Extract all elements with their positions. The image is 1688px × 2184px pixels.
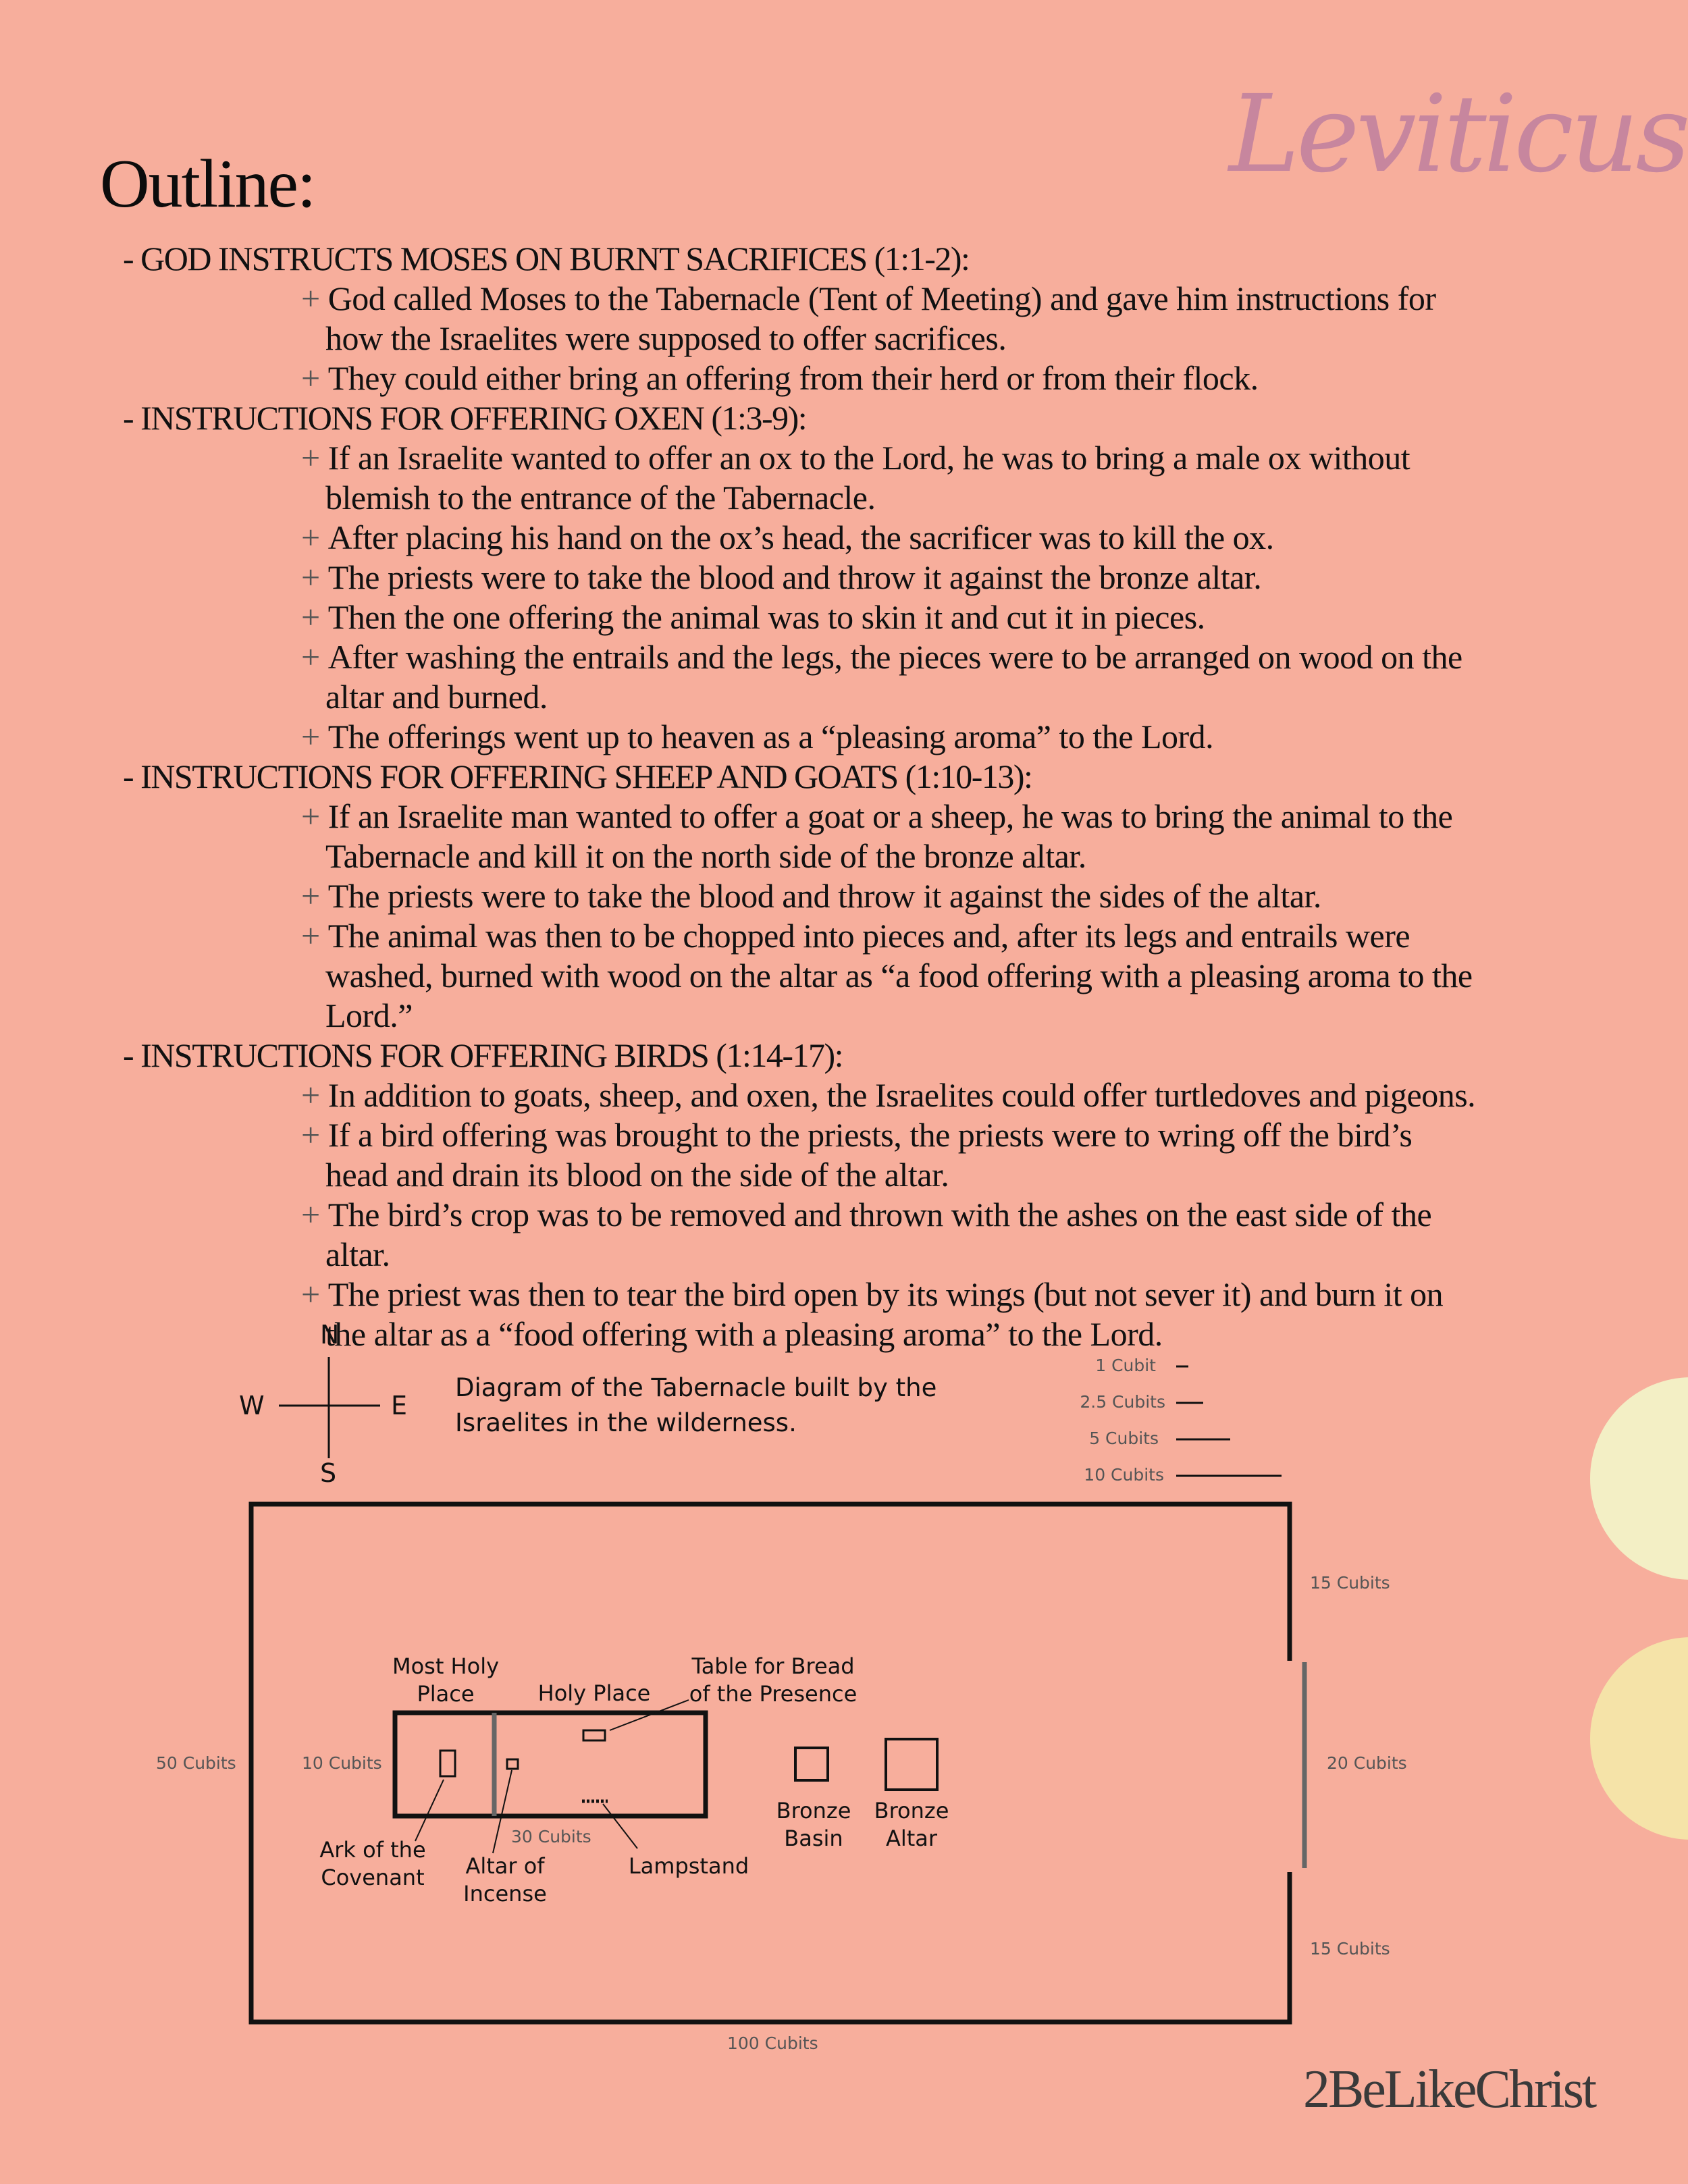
section-heading: - INSTRUCTIONS FOR OFFERING BIRDS (1:14-…: [123, 1036, 844, 1074]
outline-point-text: The offerings went up to heaven as a “pl…: [327, 718, 1214, 755]
plus-bullet-icon: +: [301, 638, 320, 676]
outline-point: +Then the one offering the animal was to…: [123, 597, 1480, 637]
circle-yellow: [1590, 1637, 1688, 1840]
plus-bullet-icon: +: [301, 797, 320, 835]
outline-point-text: Then the one offering the animal was to …: [327, 598, 1205, 636]
plus-bullet-icon: +: [301, 598, 320, 636]
scale-label-5: 5 Cubits: [1089, 1429, 1159, 1448]
plus-bullet-icon: +: [301, 1196, 320, 1233]
footer-brand: 2BeLikeChrist: [1303, 2060, 1597, 2119]
dim-15-cubits-top: 15 Cubits: [1310, 1573, 1390, 1593]
scale-label-10: 10 Cubits: [1084, 1465, 1164, 1485]
plus-bullet-icon: +: [301, 518, 320, 556]
section-heading: - INSTRUCTIONS FOR OFFERING OXEN (1:3-9)…: [123, 399, 808, 437]
leader-incense: [492, 1769, 512, 1854]
outline-point: +If an Israelite man wanted to offer a g…: [123, 797, 1480, 876]
label-holy-place: Holy Place: [537, 1680, 651, 1706]
dim-15-cubits-bottom: 15 Cubits: [1310, 1939, 1390, 1959]
leader-table: [609, 1699, 689, 1731]
dim-50-cubits: 50 Cubits: [156, 1753, 236, 1773]
outline-point-text: If a bird offering was brought to the pr…: [325, 1116, 1413, 1194]
outline-point: +In addition to goats, sheep, and oxen, …: [123, 1075, 1480, 1115]
outline-point: +If a bird offering was brought to the p…: [123, 1115, 1480, 1195]
outline-point-text: In addition to goats, sheep, and oxen, t…: [327, 1076, 1476, 1114]
outline-point: +The priests were to take the blood and …: [123, 876, 1480, 916]
outline-point-text: The priest was then to tear the bird ope…: [325, 1275, 1444, 1353]
outline-point-text: The priests were to take the blood and t…: [327, 877, 1322, 915]
label-lampstand: Lampstand: [628, 1853, 749, 1879]
leader-ark: [415, 1779, 444, 1842]
outline-point: +The offerings went up to heaven as a “p…: [123, 717, 1480, 757]
plus-bullet-icon: +: [301, 1076, 320, 1114]
outline-point-text: They could either bring an offering from…: [327, 359, 1259, 397]
outline-point-text: After washing the entrails and the legs,…: [325, 638, 1462, 716]
altar-of-incense-shape: [506, 1758, 519, 1770]
diagram-caption: Diagram of the Tabernacle built by the I…: [455, 1373, 937, 1437]
outline-point: +God called Moses to the Tabernacle (Ten…: [123, 279, 1480, 358]
bronze-basin-shape: [794, 1747, 829, 1782]
outline-point: +The animal was then to be chopped into …: [123, 916, 1480, 1036]
outline-point-text: God called Moses to the Tabernacle (Tent…: [325, 279, 1436, 357]
circle-cream: [1590, 1377, 1688, 1580]
plus-bullet-icon: +: [301, 439, 320, 477]
dim-100-cubits: 100 Cubits: [727, 2033, 818, 2053]
courtyard-wall: [248, 1501, 1292, 2025]
bronze-altar-shape: [885, 1738, 939, 1791]
leader-lampstand: [602, 1803, 638, 1849]
compass-north: N: [320, 1320, 340, 1350]
outline-point: +The priests were to take the blood and …: [123, 558, 1480, 597]
plus-bullet-icon: +: [301, 917, 320, 955]
section-heading: - INSTRUCTIONS FOR OFFERING SHEEP AND GO…: [123, 757, 1033, 795]
outline-point: +After placing his hand on the ox’s head…: [123, 518, 1480, 558]
plus-bullet-icon: +: [301, 558, 320, 596]
dim-20-cubits: 20 Cubits: [1327, 1753, 1407, 1773]
compass-west: W: [239, 1391, 265, 1420]
outline-point-text: If an Israelite man wanted to offer a go…: [325, 797, 1453, 875]
outline-point: +The bird’s crop was to be removed and t…: [123, 1195, 1480, 1275]
outline-point-text: The priests were to take the blood and t…: [327, 558, 1262, 596]
plus-bullet-icon: +: [301, 1116, 320, 1154]
outline-point: +After washing the entrails and the legs…: [123, 637, 1480, 717]
compass-south: S: [320, 1458, 337, 1488]
section-heading: - GOD INSTRUCTS MOSES ON BURNT SACRIFICE…: [123, 240, 970, 277]
outline-point: +The priest was then to tear the bird op…: [123, 1275, 1480, 1354]
plus-bullet-icon: +: [301, 718, 320, 755]
outline-point-text: After placing his hand on the ox’s head,…: [327, 518, 1274, 556]
outline-heading: Outline:: [100, 146, 316, 222]
outline-point-text: If an Israelite wanted to offer an ox to…: [325, 439, 1410, 516]
outline-point-text: The animal was then to be chopped into p…: [325, 917, 1473, 1034]
tabernacle-tent: [392, 1710, 708, 1819]
outline-point: +If an Israelite wanted to offer an ox t…: [123, 438, 1480, 518]
scale-label-2-5: 2.5 Cubits: [1080, 1392, 1165, 1412]
scale-label-1: 1 Cubit: [1095, 1356, 1156, 1375]
plus-bullet-icon: +: [301, 279, 320, 317]
outline-point-text: The bird’s crop was to be removed and th…: [325, 1196, 1432, 1273]
plus-bullet-icon: +: [301, 1275, 320, 1313]
dim-30-cubits: 30 Cubits: [511, 1827, 591, 1846]
outline-list: - GOD INSTRUCTS MOSES ON BURNT SACRIFICE…: [123, 239, 1608, 1354]
table-shape: [582, 1729, 606, 1742]
compass-east: E: [391, 1391, 408, 1420]
plus-bullet-icon: +: [301, 359, 320, 397]
dim-10-cubits: 10 Cubits: [302, 1753, 382, 1773]
outline-point: +They could either bring an offering fro…: [123, 358, 1480, 398]
ark-shape: [439, 1749, 456, 1778]
plus-bullet-icon: +: [301, 877, 320, 915]
